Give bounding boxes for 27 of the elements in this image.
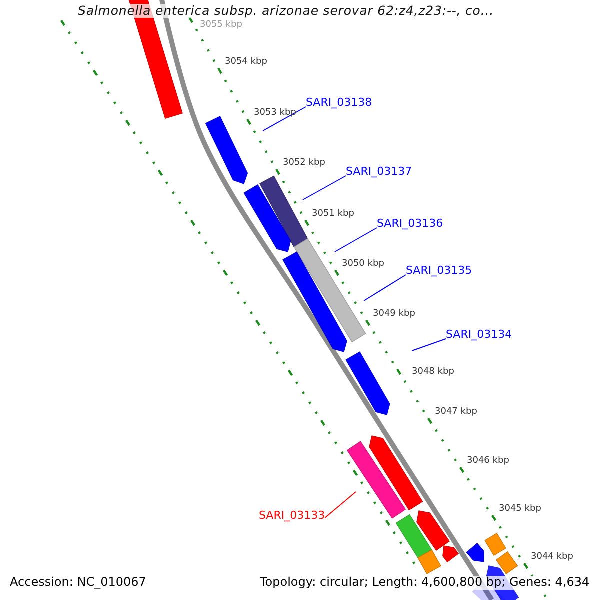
scale-label: 3055 kbp [200,20,242,30]
leader-line [324,492,356,518]
scale-label: 3049 kbp [373,309,416,320]
leader-line [262,106,306,132]
scale-label: 3051 kbp [312,209,354,220]
gene-label: SARI_03137 [346,166,412,179]
leader-line [364,274,406,302]
scale-label: 3052 kbp [283,158,326,168]
scale-label: 3047 kbp [435,407,478,418]
leader-line [302,176,346,200]
gene-label: SARI_03134 [446,329,512,342]
gene-label: SARI_03133 [259,510,326,523]
gene-label: SARI_03135 [406,265,472,278]
scale-label: 3044 kbp [531,552,574,562]
scale-label: 3053 kbp [254,108,296,118]
genome-info-text: Topology: circular; Length: 4,600,800 bp; Genes: 4,634 [260,576,590,590]
accession-label: Accession: NC_010067 [10,576,146,590]
scale-label: 3045 kbp [499,504,542,514]
scale-label: 3050 kbp [342,259,384,270]
gene-label: SARI_03138 [306,97,372,110]
scale-label: 3046 kbp [467,456,510,466]
scale-label: 3054 kbp [225,57,268,68]
title: Salmonella enterica subsp. arizonae serovar 62:z4,z23:--, co... [78,4,494,18]
scale-label: 3048 kbp [412,367,454,378]
leader-line [334,228,378,252]
gene-label: SARI_03136 [377,218,444,231]
leader-line [412,338,446,352]
